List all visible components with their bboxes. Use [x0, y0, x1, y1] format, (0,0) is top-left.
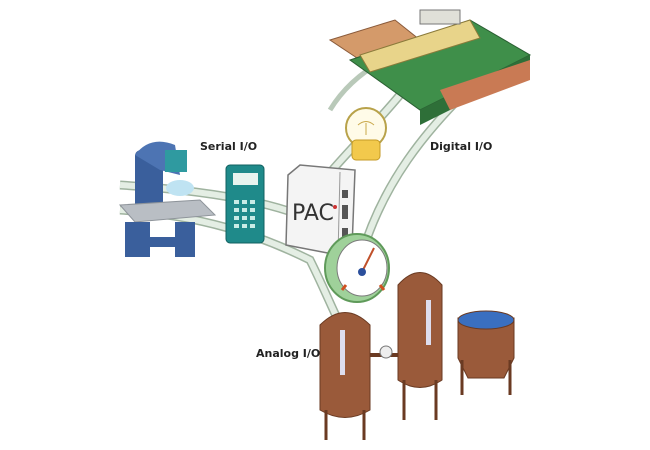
pac-label: PAC — [292, 201, 334, 226]
serial-io-label: Serial I/O — [200, 140, 257, 153]
digital-machine-icon — [328, 9, 532, 125]
serial-machine-icon — [118, 141, 217, 257]
analog-io-label: Analog I/O — [256, 347, 320, 360]
pressure-gauge-icon — [324, 233, 390, 303]
analog-tanks-icon — [319, 272, 515, 440]
digital-io-label: Digital I/O — [430, 140, 492, 153]
light-bulb-icon — [345, 107, 387, 161]
handheld-terminal-icon — [225, 164, 265, 244]
